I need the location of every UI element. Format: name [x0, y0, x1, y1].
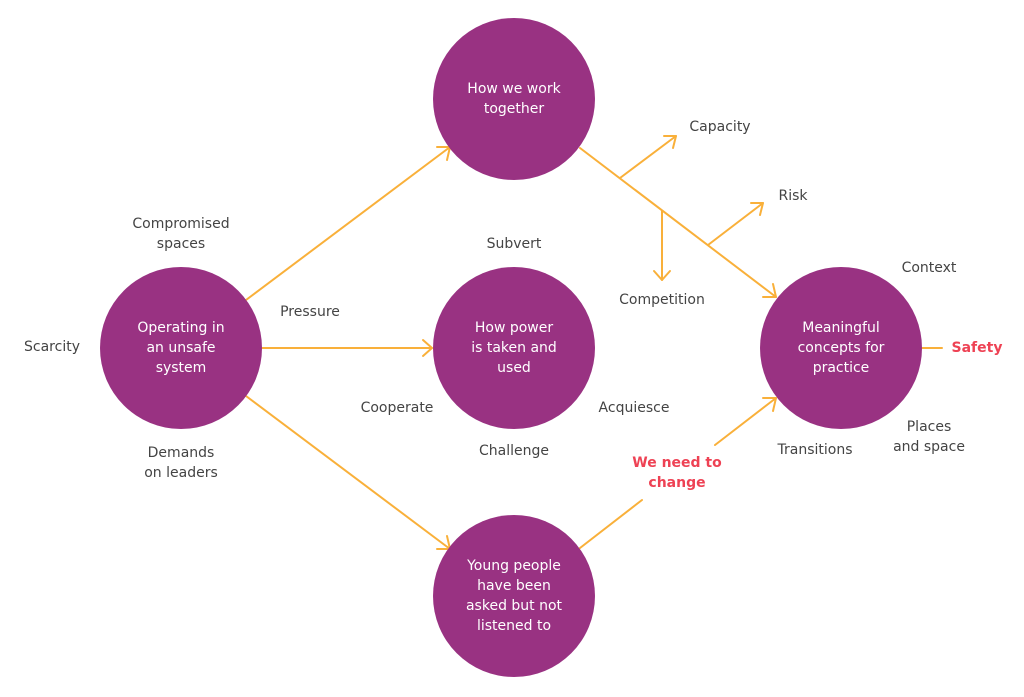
label-compromised-spaces: Compromised spaces: [132, 216, 230, 252]
node-unsafe-system-text: Operating in an unsafe system: [137, 320, 225, 376]
label-safety: Safety: [951, 340, 1003, 356]
label-subvert: Subvert: [486, 236, 542, 252]
arrowhead-concepts-bottom: [762, 397, 777, 412]
label-risk: Risk: [778, 188, 808, 204]
node-young-people-text: Young people have been asked but not lis…: [465, 558, 563, 634]
branch-capacity: [619, 135, 677, 179]
node-power-text: How power is taken and used: [471, 320, 557, 376]
arrow-young-to-change: [579, 499, 643, 549]
label-scarcity: Scarcity: [24, 339, 80, 355]
arrowhead-capacity: [663, 135, 677, 149]
label-cooperate: Cooperate: [360, 400, 434, 416]
branch-risk: [707, 202, 764, 246]
arrow-change-to-concepts: [714, 397, 777, 446]
arrowhead-power: [422, 339, 433, 357]
node-work-together: How we work together: [433, 18, 595, 180]
node-work-together-text: How we work together: [467, 81, 561, 117]
node-young-people: Young people have been asked but not lis…: [433, 515, 595, 677]
node-meaningful-concepts-text: Meaningful concepts for practice: [797, 320, 885, 376]
node-meaningful-concepts: Meaningful concepts for practice: [760, 267, 922, 429]
arrow-work-to-concepts: [579, 147, 777, 298]
label-we-need-to-change: We need to change: [632, 455, 722, 491]
label-pressure: Pressure: [280, 304, 340, 320]
label-transitions: Transitions: [777, 442, 853, 458]
arrowhead-concepts-top: [762, 283, 777, 298]
arrow-unsafe-to-young: [245, 395, 451, 550]
label-context: Context: [901, 260, 957, 276]
label-demands: Demands on leaders: [144, 445, 218, 481]
label-places-space: Places and space: [893, 419, 965, 455]
arrowhead-risk: [750, 202, 764, 216]
node-power: How power is taken and used: [433, 267, 595, 429]
label-capacity: Capacity: [689, 119, 751, 135]
label-challenge: Challenge: [479, 443, 549, 459]
node-unsafe-system: Operating in an unsafe system: [100, 267, 262, 429]
arrowhead-competition: [653, 270, 671, 281]
arrow-unsafe-to-work: [245, 146, 451, 301]
label-acquiesce: Acquiesce: [598, 400, 670, 416]
label-competition: Competition: [619, 292, 705, 308]
